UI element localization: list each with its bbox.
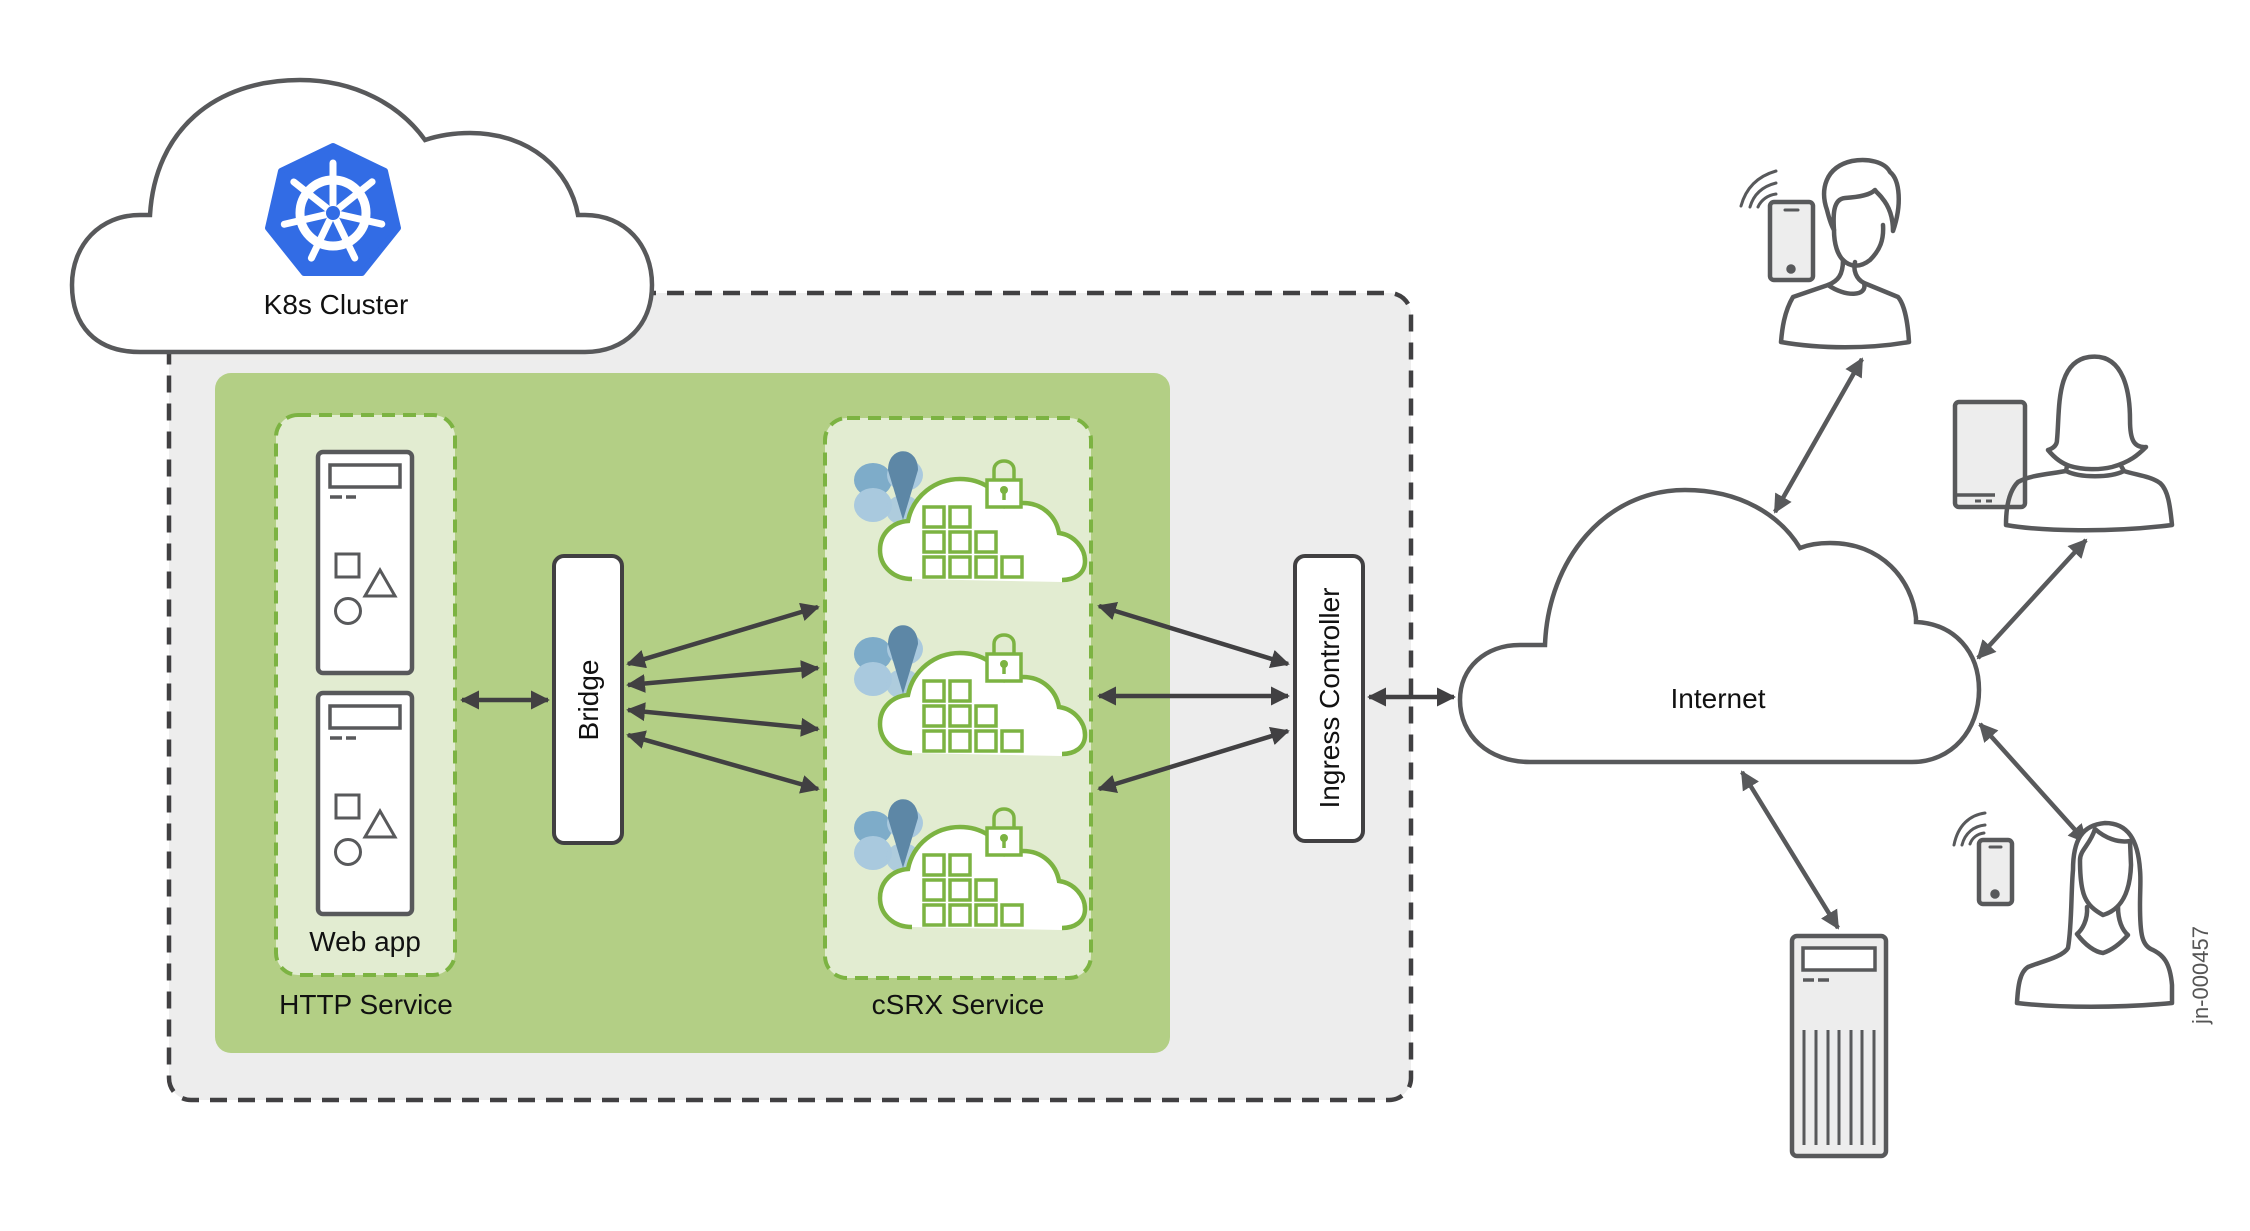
- bridge-label: Bridge: [573, 660, 604, 741]
- web-app-label: Web app: [309, 926, 421, 957]
- ingress-controller-box[interactable]: [1293, 554, 1365, 843]
- arrow-csrx-ingress-1: [1097, 601, 1290, 669]
- figure-id: jn-000457: [2188, 926, 2213, 1025]
- tower-server-icon: [1789, 933, 1889, 1159]
- arrow-bridge-csrx-1: [626, 602, 820, 669]
- arrow-bridge-csrx-4: [626, 730, 820, 794]
- internet-cloud: [1457, 487, 1982, 765]
- arrow-bridge-csrx-2: [626, 660, 820, 693]
- woman-at-computer-icon: [1952, 354, 2175, 533]
- web-app-server-icon: [315, 690, 415, 917]
- csrx-service-label: cSRX Service: [872, 989, 1045, 1020]
- man-with-phone-icon: [1739, 157, 1912, 350]
- bridge-box[interactable]: [552, 554, 624, 845]
- arrow-internet-user-3: [1978, 722, 2088, 844]
- internet-label: Internet: [1671, 683, 1766, 714]
- woman-with-phone-icon: [1952, 811, 2175, 1009]
- arrow-csrx-ingress-3: [1097, 726, 1290, 794]
- arrow-internet-server: [1740, 770, 1840, 930]
- http-service-label: HTTP Service: [279, 989, 453, 1020]
- csrx-cloud-firewall-icon: [854, 451, 1088, 583]
- ingress-controller-label: Ingress Controller: [1314, 588, 1345, 809]
- kubernetes-helm-icon: [265, 143, 401, 276]
- arrow-internet-user-2: [1976, 538, 2088, 660]
- arrow-internet-user-1: [1773, 357, 1864, 514]
- cluster-label: K8s Cluster: [264, 289, 409, 320]
- arrow-bridge-csrx-3: [626, 702, 820, 737]
- web-app-server-icon: [315, 449, 415, 676]
